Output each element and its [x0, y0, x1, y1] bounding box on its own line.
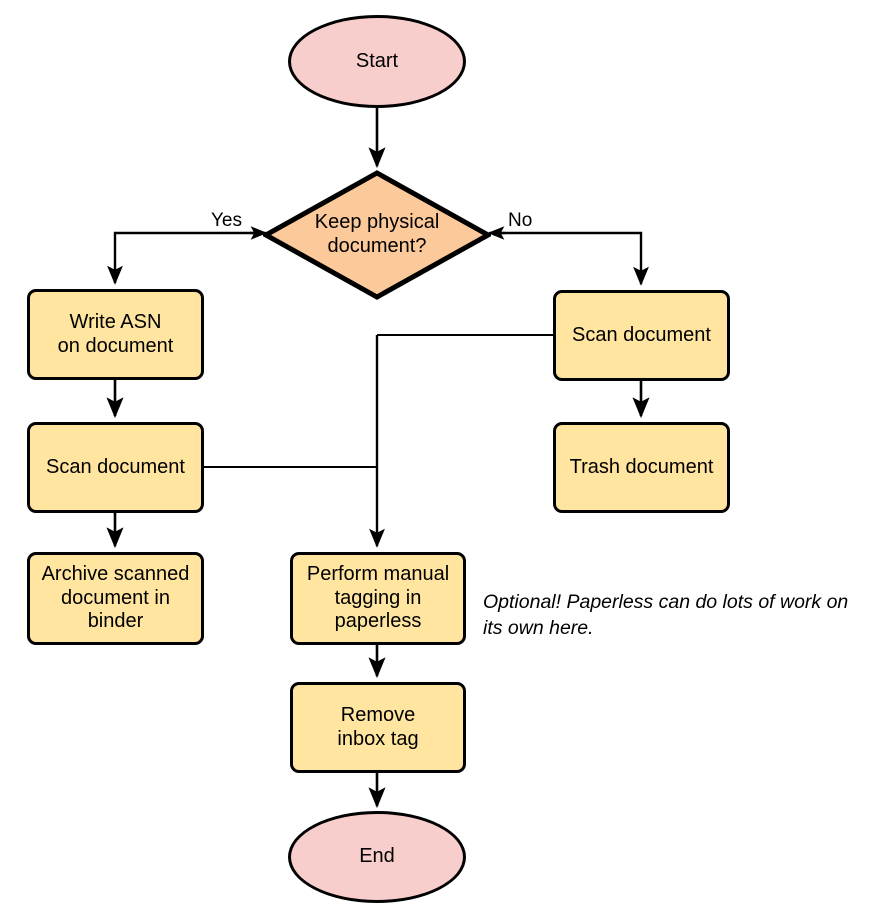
node-tagging-label: Perform manual tagging in paperless: [306, 563, 450, 633]
node-scan-document-right[interactable]: Scan document: [553, 290, 730, 381]
node-decision-label: Keep physical document?: [314, 211, 440, 257]
annotation-optional-note: Optional! Paperless can do lots of work …: [483, 591, 849, 639]
node-write-asn-label: Write ASN on document: [57, 310, 174, 357]
node-scan-document-right-label: Scan document: [572, 323, 711, 346]
edge-label-yes: Yes: [211, 210, 242, 231]
node-remove-inbox-tag-label: Remove inbox tag: [337, 703, 419, 750]
node-remove-inbox-tag[interactable]: Remove inbox tag: [290, 682, 466, 773]
edge-label-no: No: [508, 210, 533, 231]
node-end-label: End: [359, 845, 395, 868]
node-decision-keep-physical-document[interactable]: Keep physical document?: [263, 170, 491, 300]
node-scan-document-left-label: Scan document: [46, 455, 185, 478]
diamond-shape: [263, 170, 491, 300]
node-perform-manual-tagging[interactable]: Perform manual tagging in paperless: [290, 552, 466, 645]
node-trash-document[interactable]: Trash document: [553, 422, 730, 513]
node-start[interactable]: Start: [288, 15, 466, 108]
node-archive-scanned-document[interactable]: Archive scanned document in binder: [27, 552, 204, 645]
edge-decision-no: [491, 231, 649, 286]
node-archive-label: Archive scanned document in binder: [41, 563, 190, 633]
node-start-label: Start: [355, 49, 399, 72]
node-write-asn-on-document[interactable]: Write ASN on document: [27, 289, 204, 380]
node-trash-document-label: Trash document: [569, 455, 714, 478]
node-scan-document-left[interactable]: Scan document: [27, 422, 204, 513]
node-end[interactable]: End: [288, 811, 466, 903]
edge-decision-yes: [107, 231, 264, 285]
